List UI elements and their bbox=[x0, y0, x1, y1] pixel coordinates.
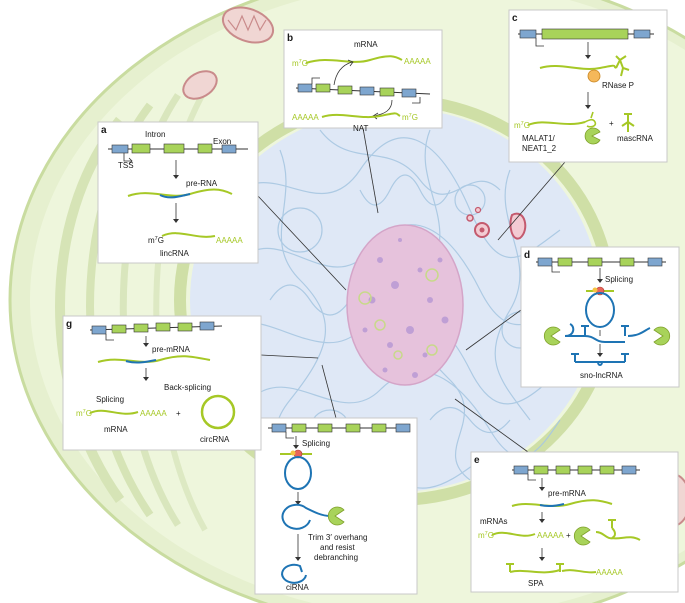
panel-a-lincrna-label: lincRNA bbox=[160, 249, 190, 258]
panel-g-pre-mrna-label: pre-mRNA bbox=[152, 345, 190, 354]
panel-b-cap-top: m7G bbox=[292, 59, 308, 68]
panel-d-exo-right bbox=[653, 326, 671, 346]
panel-a-pre-rna-label: pre-RNA bbox=[186, 179, 218, 188]
panel-c-exonuclease-icon bbox=[584, 127, 601, 145]
panel-e-tag: e bbox=[474, 455, 480, 466]
panel-d-sno-lncrna bbox=[571, 353, 629, 366]
panel-b-gene bbox=[295, 77, 431, 104]
panel-a-lincrna-strand bbox=[161, 232, 216, 238]
panel-c-plus: + bbox=[609, 119, 614, 128]
paraspeckle-markers bbox=[466, 206, 527, 240]
panel-f-trim-line1: Trim 3′ overhang bbox=[308, 533, 367, 542]
panel-c-malat-line2: NEAT1_2 bbox=[522, 144, 557, 153]
panel-d: d Splicing sno-lncRNA bbox=[520, 246, 680, 388]
panel-c-masc-label: mascRNA bbox=[617, 134, 654, 143]
panel-g-cap: m7G bbox=[76, 409, 92, 418]
panel-c-tag: c bbox=[512, 13, 518, 24]
panel-b-tag: b bbox=[287, 33, 293, 44]
panel-g-back-splicing-label: Back-splicing bbox=[164, 383, 211, 392]
panel-b-mrna-label: mRNA bbox=[354, 40, 378, 49]
panel-c: c RNase P m7G + MALAT1/ NEAT1_2 mascRNA bbox=[508, 9, 668, 163]
panel-e-exo-icon bbox=[573, 526, 591, 546]
panel-f: f Splicing Trim 3′ overhang and resist d… bbox=[254, 417, 418, 595]
panel-e-spa-strand bbox=[506, 563, 597, 574]
panel-g-plus: + bbox=[176, 409, 181, 418]
panel-c-malat-line1: MALAT1/ bbox=[522, 134, 556, 143]
panel-c-cap: m7G bbox=[514, 121, 530, 130]
panel-g-polya: AAAAA bbox=[140, 409, 167, 418]
panel-e: e pre-mRNA mRNAs m7G AAAAA + AAAAA SPA bbox=[470, 451, 679, 593]
panel-f-exo-icon bbox=[327, 506, 345, 526]
panel-d-splicing-label: Splicing bbox=[605, 275, 633, 284]
panel-f-lariat bbox=[284, 456, 312, 490]
panel-a-tss-label: TSS bbox=[118, 161, 134, 170]
panel-e-pre-mrna-label: pre-mRNA bbox=[548, 489, 586, 498]
panel-c-precursor bbox=[539, 64, 617, 70]
panel-g-circrna-icon bbox=[200, 394, 236, 430]
panel-f-trim-line3: debranching bbox=[314, 553, 358, 562]
mitochondrion-top bbox=[221, 6, 275, 44]
panel-d-lariat bbox=[585, 292, 615, 328]
panel-c-malat-strand bbox=[527, 121, 586, 126]
panel-a-cap: m7G bbox=[148, 236, 164, 245]
panel-f-gene bbox=[268, 423, 411, 439]
panel-g-splicing-label: Splicing bbox=[96, 395, 124, 404]
nucleolus bbox=[346, 224, 464, 386]
panel-a-tag: a bbox=[101, 125, 107, 136]
panel-g-tag: g bbox=[66, 319, 72, 330]
panel-b-polya-top: AAAAA bbox=[404, 57, 431, 66]
panel-b-polya-bottom: AAAAA bbox=[292, 113, 319, 122]
panel-c-gene bbox=[518, 28, 654, 47]
panel-a-intron-label: Intron bbox=[145, 130, 165, 139]
panel-g-circrna-label: circRNA bbox=[200, 435, 230, 444]
panel-f-product-label: ciRNA bbox=[286, 583, 309, 592]
panel-b-arrow-down bbox=[373, 99, 393, 117]
panel-a-gene bbox=[108, 143, 248, 165]
panel-b-cap-bottom: m7G bbox=[402, 113, 418, 122]
panel-d-tag: d bbox=[524, 250, 530, 261]
endoplasmic-reticulum bbox=[55, 116, 125, 503]
panel-g-gene bbox=[89, 321, 223, 341]
nuclear-bodies bbox=[358, 268, 439, 360]
panel-a: a Intron Exon TSS pre-RNA m7G AAAAA linc… bbox=[97, 121, 259, 264]
nucleolus-speckles bbox=[362, 238, 449, 378]
panel-b: b mRNA m7G AAAAA AAAAA m7G NAT bbox=[283, 29, 443, 133]
panel-c-mascrna-icon bbox=[621, 113, 635, 132]
panel-c-rnase-label: RNase P bbox=[602, 81, 634, 90]
panel-b-arrow-up bbox=[333, 61, 353, 86]
panel-g-mrna-label: mRNA bbox=[104, 425, 128, 434]
panel-e-spa-polya: AAAAA bbox=[596, 568, 623, 577]
panel-d-snorna-structure bbox=[564, 323, 651, 343]
panel-e-mrnas-label: mRNAs bbox=[480, 517, 508, 526]
rnase-p-icon bbox=[587, 69, 601, 83]
panel-d-product-label: sno-lncRNA bbox=[580, 371, 623, 380]
panel-e-product-label: SPA bbox=[528, 579, 544, 588]
mitochondrion-left bbox=[182, 70, 218, 100]
panel-f-cirna bbox=[281, 563, 307, 584]
connector-lines bbox=[257, 127, 566, 453]
panel-g: g pre-mRNA Back-splicing Splicing m7G AA… bbox=[62, 315, 262, 451]
panel-a-polya: AAAAA bbox=[216, 236, 243, 245]
panel-b-nat-label: NAT bbox=[353, 124, 369, 133]
panel-e-polya: AAAAA bbox=[537, 531, 564, 540]
panel-e-plus: + bbox=[566, 531, 571, 540]
panel-f-trim-line2: and resist bbox=[320, 543, 355, 552]
panel-e-gene bbox=[512, 465, 640, 481]
panel-d-gene bbox=[536, 257, 666, 273]
panel-c-trna-like bbox=[615, 55, 630, 77]
panel-f-splicing-label: Splicing bbox=[302, 439, 330, 448]
panel-d-exo-left bbox=[543, 326, 561, 346]
panel-f-lariat-tail bbox=[281, 503, 331, 530]
panel-e-cap: m7G bbox=[478, 531, 494, 540]
panel-a-exon-label: Exon bbox=[213, 137, 231, 146]
